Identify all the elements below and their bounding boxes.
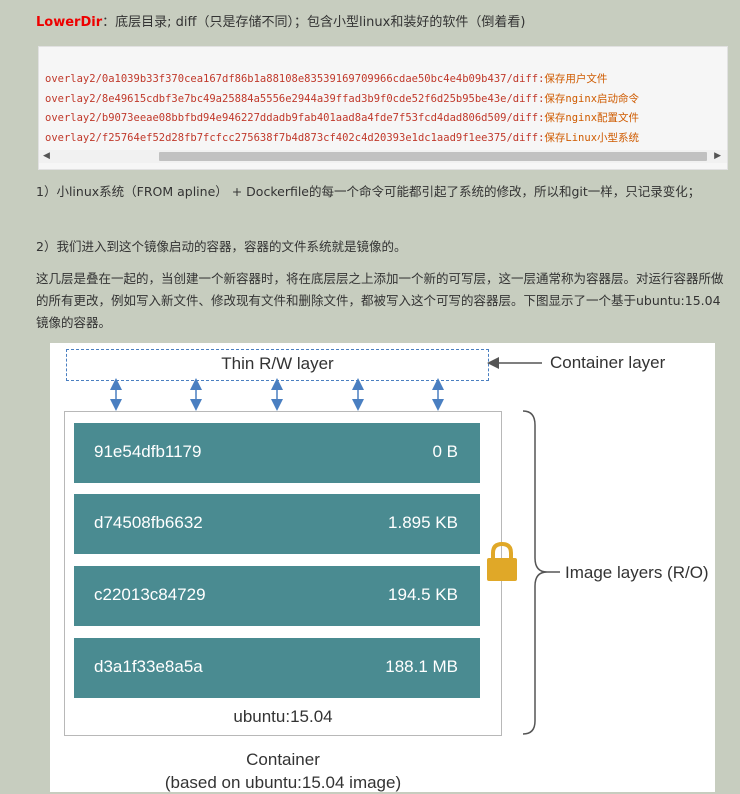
lowerdir-description: ：底层目录; diff（只是存储不同）；包含小型linux和装好的软件（倒着看) (102, 15, 526, 30)
scroll-right-icon[interactable]: ▶ (714, 151, 721, 161)
lowerdir-keyword: LowerDir (36, 15, 103, 30)
layer-id: d3a1f33e8a5a (94, 657, 203, 676)
layer-id: 91e54dfb1179 (94, 442, 202, 461)
code-line: overlay2/b9073eeae08bbfbd94e946227ddadb9… (45, 109, 725, 129)
figure-caption-subtitle: (based on ubuntu:15.04 image) (164, 773, 402, 792)
paragraph-3: 这几层是叠在一起的，当创建一个新容器时，将在底层层之上添加一个新的可写层，这一层… (36, 271, 724, 330)
image-layers-label: Image layers (R/O) (565, 563, 709, 582)
scroll-thumb[interactable] (159, 152, 707, 161)
code-note: 保存nginx启动命令 (544, 92, 640, 105)
layer-size: 194.5 KB (388, 585, 458, 604)
code-line: overlay2/8e49615cdbf3e7bc49a25884a5556e2… (45, 90, 725, 110)
image-layer: d74508fb6632 1.895 KB (74, 494, 480, 554)
horizontal-scrollbar[interactable]: ◀ ▶ (39, 150, 727, 163)
image-layer: c22013c84729 194.5 KB (74, 566, 480, 626)
code-line: overlay2/f25764ef52d28fb7fcfcc275638f7b4… (45, 129, 725, 149)
layer-id: d74508fb6632 (94, 513, 203, 532)
code-path: overlay2/0a1039b33f370cea167df86b1a88108… (45, 73, 545, 85)
thin-rw-layer-label: Thin R/W layer (221, 354, 334, 373)
image-layer: d3a1f33e8a5a 188.1 MB (74, 638, 480, 698)
container-layers-diagram: Thin R/W layer Container layer 91e54dfb1… (50, 343, 715, 792)
image-layer: 91e54dfb1179 0 B (74, 423, 480, 483)
code-path: overlay2/8e49615cdbf3e7bc49a25884a5556e2… (45, 92, 545, 105)
code-path: overlay2/b9073eeae08bbfbd94e946227ddadb9… (45, 112, 545, 124)
paragraph-1: 1）小linux系统（FROM apline） + Dockerfile的每一个… (36, 184, 701, 199)
code-path: overlay2/f25764ef52d28fb7fcfcc275638f7b4… (45, 131, 545, 144)
code-lines: overlay2/0a1039b33f370cea167df86b1a88108… (45, 70, 725, 148)
layer-size: 188.1 MB (385, 657, 458, 676)
code-line: overlay2/0a1039b33f370cea167df86b1a88108… (45, 70, 725, 90)
scroll-left-icon[interactable]: ◀ (43, 151, 50, 161)
layer-size: 0 B (432, 442, 458, 461)
lowerdir-heading: LowerDir：底层目录; diff（只是存储不同）；包含小型linux和装好… (36, 14, 525, 32)
container-layer-label: Container layer (550, 353, 666, 372)
layer-size: 1.895 KB (388, 513, 458, 532)
paragraph-2: 2）我们进入到这个镜像启动的容器，容器的文件系统就是镜像的。 (36, 239, 407, 254)
code-block: overlay2/0a1039b33f370cea167df86b1a88108… (38, 46, 728, 170)
code-note: 保存用户文件 (544, 73, 608, 85)
lock-icon (487, 541, 517, 581)
diagram-connectors (110, 357, 560, 735)
code-note: 保存nginx配置文件 (544, 112, 640, 124)
layer-id: c22013c84729 (94, 585, 206, 604)
base-image-label: ubuntu:15.04 (233, 707, 333, 726)
code-note: 保存Linux小型系统 (544, 131, 640, 144)
image-layers-brace (522, 410, 548, 735)
figure-caption-title: Container (246, 750, 320, 769)
